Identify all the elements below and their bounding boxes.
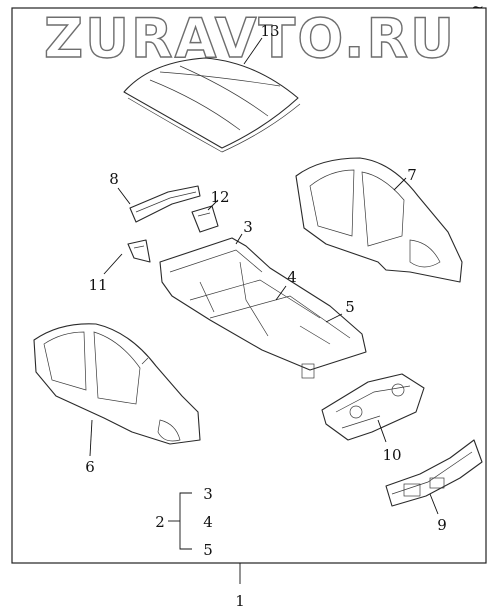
callout-4-main: 4 [287, 268, 297, 286]
callout-5-main: 5 [345, 298, 355, 316]
callout-4-group: 4 [203, 513, 213, 531]
callout-9: 9 [437, 516, 447, 534]
part-6-body-side-left [33, 323, 201, 445]
part-9-rear-panel [385, 439, 483, 507]
part-10-rear-shelf [321, 373, 425, 441]
leader-lines [89, 37, 439, 584]
callout-8: 8 [109, 170, 119, 188]
part-7-body-side-right [295, 157, 463, 283]
callout-5-group: 5 [203, 541, 213, 559]
callout-2: 2 [155, 513, 165, 531]
part-13-roof-panel [123, 57, 301, 153]
part-8-roof-header [129, 185, 201, 223]
corner-mark: ~ [471, 0, 484, 16]
callout-3-group: 3 [203, 485, 213, 503]
callout-10: 10 [382, 446, 401, 464]
diagram-frame [11, 7, 487, 564]
part-3-4-5-underbody [159, 237, 367, 379]
callout-12: 12 [210, 188, 229, 206]
part-11-gusset [127, 239, 151, 263]
callout-7: 7 [407, 166, 417, 184]
watermark-text: ZURAVTO.RU [44, 7, 456, 70]
callout-13: 13 [260, 22, 279, 40]
callout-11: 11 [88, 276, 107, 294]
callout-6: 6 [85, 458, 95, 476]
part-12-bracket [191, 205, 219, 233]
callout-3-main: 3 [243, 218, 253, 236]
callout-1: 1 [235, 592, 245, 610]
